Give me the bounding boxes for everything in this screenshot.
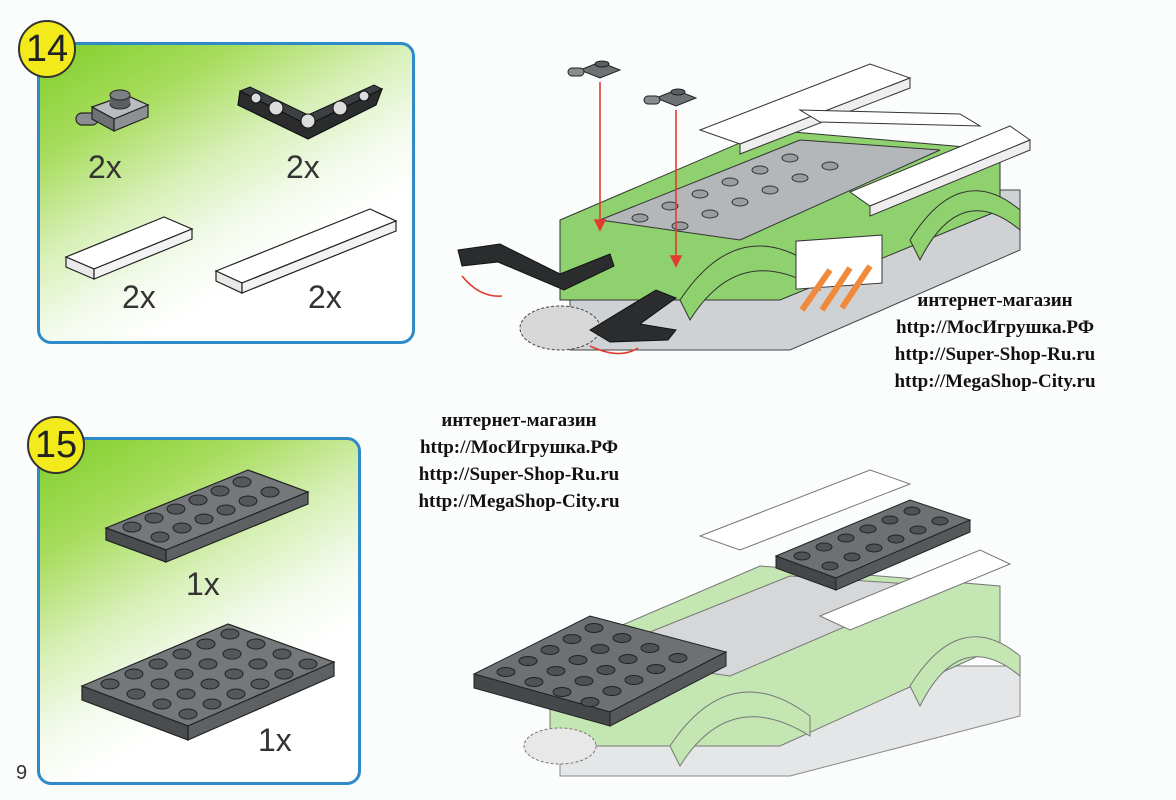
watermark-block-right: интернет-магазин http://МосИгрушка.РФ ht… bbox=[850, 287, 1140, 395]
step-15-qty-2: 1x bbox=[258, 722, 292, 758]
clip-brick-part bbox=[75, 89, 150, 133]
white-tile-short-part bbox=[64, 216, 194, 280]
watermark-link[interactable]: http://МосИгрушка.РФ bbox=[895, 317, 1095, 338]
page-number: 9 bbox=[16, 762, 28, 784]
watermark-line: интернет-магазин bbox=[441, 410, 597, 431]
watermark-line: интернет-магазин bbox=[917, 290, 1073, 311]
dark-plate-4x6-part bbox=[80, 623, 336, 741]
step-14-qty-2: 2x bbox=[286, 149, 320, 185]
watermark-link[interactable]: http://Super-Shop-Ru.ru bbox=[418, 464, 620, 485]
step-15-qty-1: 1x bbox=[186, 566, 220, 602]
watermark-block-center: интернет-магазин http://МосИгрушка.РФ ht… bbox=[374, 407, 664, 515]
watermark-link[interactable]: http://МосИгрушка.РФ bbox=[419, 437, 619, 458]
dark-plate-2x6-part bbox=[104, 469, 310, 563]
watermark-link[interactable]: http://MegaShop-City.ru bbox=[894, 371, 1096, 392]
step-14-panel: 2x 2x 2x 2x bbox=[37, 42, 415, 344]
step-14-qty-3: 2x bbox=[122, 279, 156, 315]
step-15-number: 15 bbox=[27, 416, 85, 474]
l-beam-part bbox=[237, 84, 384, 140]
step-15-assembly bbox=[472, 469, 1021, 777]
watermark-link[interactable]: http://Super-Shop-Ru.ru bbox=[894, 344, 1096, 365]
white-tile-long-part bbox=[214, 208, 398, 294]
step-14-qty-1: 2x bbox=[88, 149, 122, 185]
step-14-qty-4: 2x bbox=[308, 279, 342, 315]
step-14-number: 14 bbox=[18, 20, 76, 78]
step-14-assembly bbox=[457, 60, 1032, 355]
step-15-panel: 1x 1x bbox=[37, 437, 361, 785]
watermark-link[interactable]: http://MegaShop-City.ru bbox=[418, 491, 620, 512]
